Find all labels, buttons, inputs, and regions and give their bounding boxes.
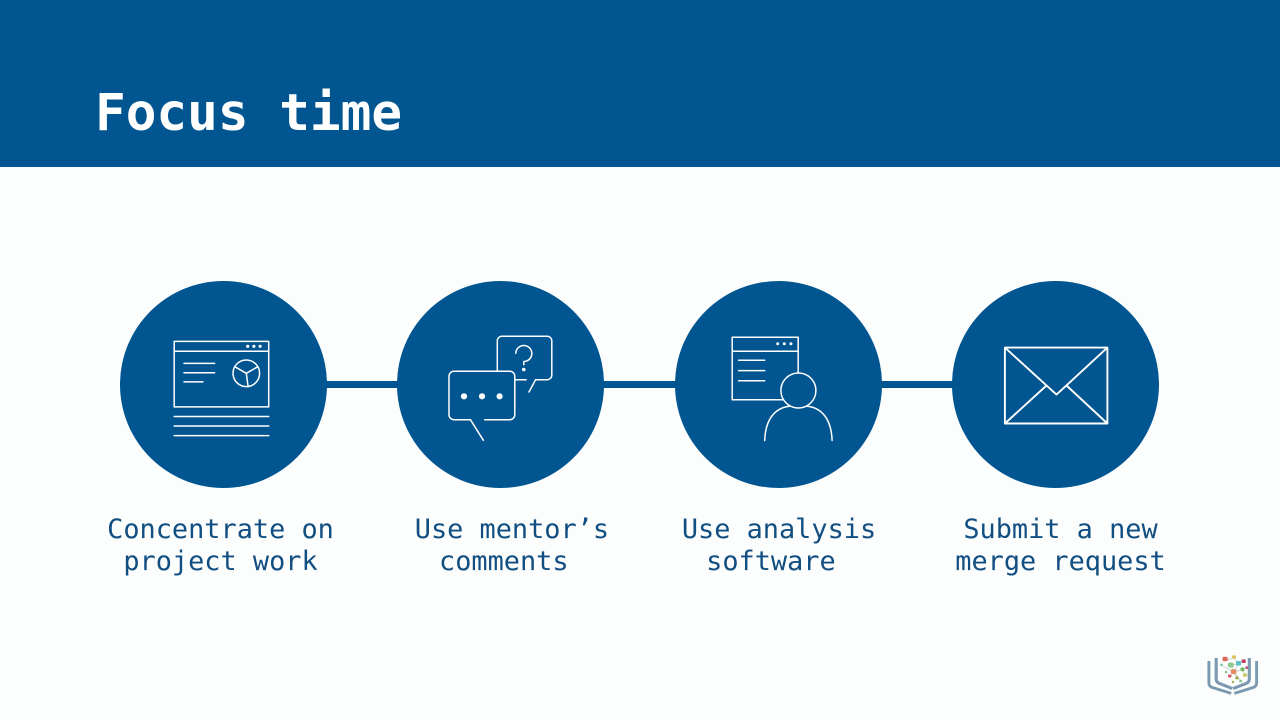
step-label-2-line-2: comments bbox=[439, 546, 585, 578]
slide-title: Focus time bbox=[95, 84, 403, 143]
step-label-4: Submit a new merge request bbox=[911, 514, 1211, 579]
step-label-1: Concentrate on project work bbox=[71, 514, 371, 579]
open-book-logo-icon bbox=[1207, 655, 1259, 695]
step-circle-2 bbox=[397, 280, 605, 488]
header-band: Focus time bbox=[0, 0, 1280, 167]
step-label-4-line-2: merge request bbox=[955, 546, 1166, 578]
logo-network-nodes bbox=[1220, 655, 1249, 684]
step-circle-1 bbox=[119, 280, 327, 488]
step-circle-4 bbox=[951, 280, 1159, 488]
step-label-3-line-1: Use analysis bbox=[681, 514, 877, 545]
step-label-1-line-1: Concentrate on bbox=[107, 514, 334, 545]
step-label-4-line-1: Submit a new bbox=[963, 514, 1158, 545]
step-connector-line bbox=[223, 380, 1056, 388]
step-circle-3 bbox=[674, 280, 882, 488]
browser-person-icon bbox=[731, 336, 833, 441]
step-label-3-line-2: software bbox=[706, 546, 852, 578]
step-label-2: Use mentor’s comments bbox=[362, 514, 662, 579]
step-label-3: Use analysis software bbox=[629, 514, 929, 579]
open-book-logo bbox=[1203, 646, 1263, 698]
logo-book-pages bbox=[1207, 658, 1259, 695]
step-label-2-line-1: Use mentor’s bbox=[414, 514, 610, 545]
browser-piechart-icon bbox=[173, 340, 270, 436]
envelope-icon bbox=[1003, 346, 1109, 424]
speech-bubbles-icon bbox=[448, 335, 553, 441]
step-label-1-line-2: project work bbox=[123, 546, 318, 578]
